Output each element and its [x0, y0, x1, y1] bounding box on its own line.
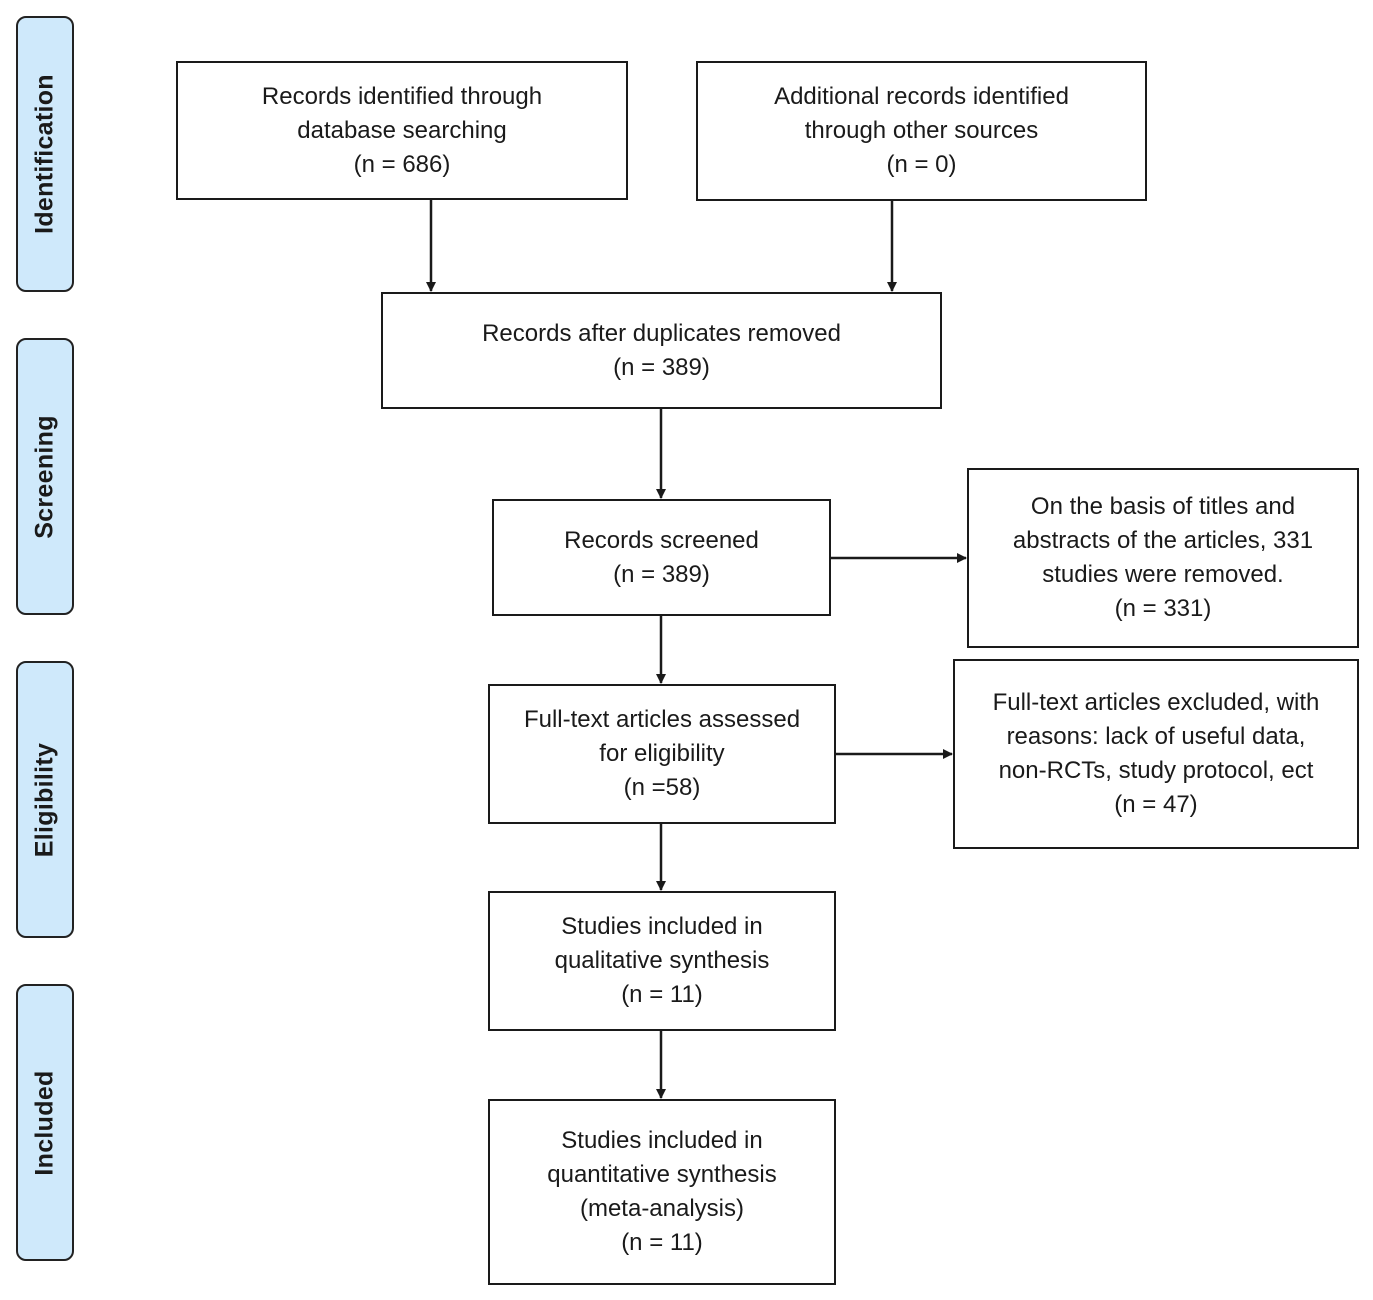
records-screened-count: (n = 389) — [613, 560, 710, 588]
fulltext-excluded-line-1: Full-text articles excluded, with — [992, 689, 1320, 716]
records-excluded-count: (n = 331) — [1114, 595, 1212, 622]
records-excluded-line-2: abstracts of the articles, 331 — [1012, 527, 1314, 554]
fulltext-assessed-line-2: for eligibility — [599, 740, 725, 767]
box-duplicates-removed: Records after duplicates removed (n = 38… — [381, 292, 942, 409]
box-fulltext-excluded: Full-text articles excluded, with reason… — [953, 659, 1359, 849]
box-other-sources: Additional records identified through ot… — [696, 61, 1147, 201]
box-fulltext-assessed: Full-text articles assessed for eligibil… — [488, 684, 836, 824]
box-quantitative-synthesis: Studies included in quantitative synthes… — [488, 1099, 836, 1285]
database-search-line-2: database searching — [297, 116, 507, 144]
duplicates-removed-line-1: Records after duplicates removed — [482, 319, 841, 347]
phase-identification: Identification — [16, 16, 74, 292]
quantitative-count: (n = 11) — [621, 1229, 703, 1256]
phase-included: Included — [16, 984, 74, 1261]
quantitative-line-2: quantitative synthesis — [547, 1161, 777, 1188]
qualitative-count: (n = 11) — [621, 981, 703, 1008]
fulltext-assessed-count: (n =58) — [623, 774, 701, 801]
fulltext-assessed-line-1: Full-text articles assessed — [523, 706, 801, 733]
box-qualitative-synthesis: Studies included in qualitative synthesi… — [488, 891, 836, 1031]
phase-eligibility: Eligibility — [16, 661, 74, 938]
box-database-search: Records identified through database sear… — [176, 61, 628, 200]
fulltext-excluded-line-2: reasons: lack of useful data, — [1006, 723, 1306, 750]
other-sources-line-1: Additional records identified — [774, 83, 1069, 110]
qualitative-line-2: qualitative synthesis — [554, 947, 770, 974]
qualitative-line-1: Studies included in — [561, 913, 763, 940]
records-screened-line-1: Records screened — [564, 526, 759, 554]
records-excluded-line-3: studies were removed. — [1042, 561, 1284, 588]
box-records-excluded: On the basis of titles and abstracts of … — [967, 468, 1359, 648]
other-sources-count: (n = 0) — [886, 151, 957, 178]
box-records-screened: Records screened (n = 389) — [492, 499, 831, 616]
quantitative-line-1: Studies included in — [561, 1127, 763, 1154]
duplicates-removed-count: (n = 389) — [613, 353, 710, 381]
phase-screening: Screening — [16, 338, 74, 615]
quantitative-line-3: (meta-analysis) — [579, 1195, 745, 1222]
other-sources-line-2: through other sources — [804, 117, 1039, 144]
database-search-line-1: Records identified through — [261, 82, 543, 110]
fulltext-excluded-count: (n = 47) — [1114, 791, 1198, 818]
records-excluded-line-1: On the basis of titles and — [1030, 493, 1296, 520]
fulltext-excluded-line-3: non-RCTs, study protocol, ect — [998, 757, 1314, 784]
database-search-count: (n = 686) — [353, 150, 451, 178]
